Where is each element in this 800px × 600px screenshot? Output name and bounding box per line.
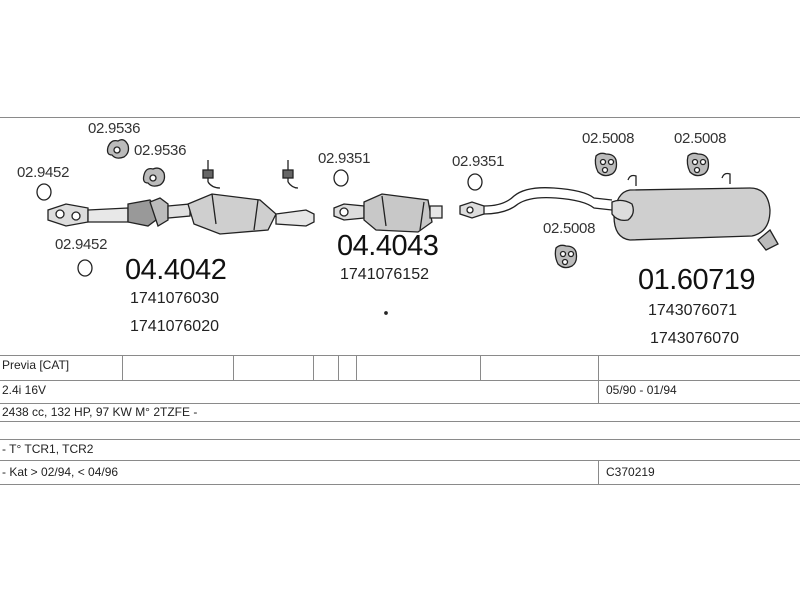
part-label: 02.9536 xyxy=(134,142,187,159)
muffler-icon xyxy=(611,172,779,251)
oe-number: 1743076070 xyxy=(650,330,739,347)
table-divider xyxy=(233,355,234,380)
sensor-icon xyxy=(282,160,299,189)
clamp-icon xyxy=(106,139,130,159)
hanger-icon xyxy=(554,244,578,269)
table-line xyxy=(0,403,800,404)
table-divider xyxy=(356,355,357,380)
rear-pipe-icon xyxy=(459,187,613,219)
front-pipe-icon xyxy=(47,197,191,227)
table-line xyxy=(0,355,800,356)
group-code-front: 04.4042 xyxy=(125,254,227,286)
types-cell: - T° TCR1, TCR2 xyxy=(2,442,94,456)
oe-number: 1743076071 xyxy=(648,302,737,319)
exhaust-diagram xyxy=(36,139,779,315)
top-border xyxy=(0,117,800,118)
table-divider xyxy=(338,355,339,380)
group-code-cat: 04.4043 xyxy=(337,230,439,262)
catalyst-icon xyxy=(187,193,315,235)
table-line xyxy=(0,460,800,461)
table-line xyxy=(0,439,800,440)
table-divider xyxy=(313,355,314,380)
part-label: 02.9452 xyxy=(55,236,108,253)
oe-number: 1741076020 xyxy=(130,318,219,335)
table-divider xyxy=(598,355,599,403)
table-divider xyxy=(598,460,599,484)
gasket-ring-icon xyxy=(333,169,349,187)
part-label: 02.9452 xyxy=(17,164,70,181)
hanger-icon xyxy=(686,152,710,177)
part-label: 02.9351 xyxy=(452,153,505,170)
gasket-ring-icon xyxy=(36,183,52,201)
sensor-icon xyxy=(202,160,221,189)
years-cell: 05/90 - 01/94 xyxy=(606,383,677,397)
model-cell: Previa [CAT] xyxy=(2,358,70,372)
table-line xyxy=(0,484,800,485)
part-label: 02.5008 xyxy=(543,220,596,237)
ref-cell: C370219 xyxy=(606,465,655,479)
table-divider xyxy=(122,355,123,380)
part-label: 02.9536 xyxy=(88,120,141,137)
catalyst-icon xyxy=(333,193,443,233)
engine-cell: 2.4i 16V xyxy=(2,383,47,397)
kat-cell: - Kat > 02/94, < 04/96 xyxy=(2,465,119,479)
gasket-ring-icon xyxy=(77,259,93,277)
hanger-icon xyxy=(594,152,618,177)
part-label: 02.5008 xyxy=(674,130,727,147)
part-label: 02.5008 xyxy=(582,130,635,147)
group-code-rear: 01.60719 xyxy=(638,264,755,296)
oe-number: 1741076030 xyxy=(130,290,219,307)
clamp-icon xyxy=(142,167,166,187)
gasket-ring-icon xyxy=(467,173,483,191)
table-line xyxy=(0,421,800,422)
oe-number: 1741076152 xyxy=(340,266,429,283)
spec-cell: 2438 cc, 132 HP, 97 KW M° 2TZFE - xyxy=(2,405,198,419)
part-label: 02.9351 xyxy=(318,150,371,167)
table-divider xyxy=(480,355,481,380)
table-line xyxy=(0,380,800,381)
